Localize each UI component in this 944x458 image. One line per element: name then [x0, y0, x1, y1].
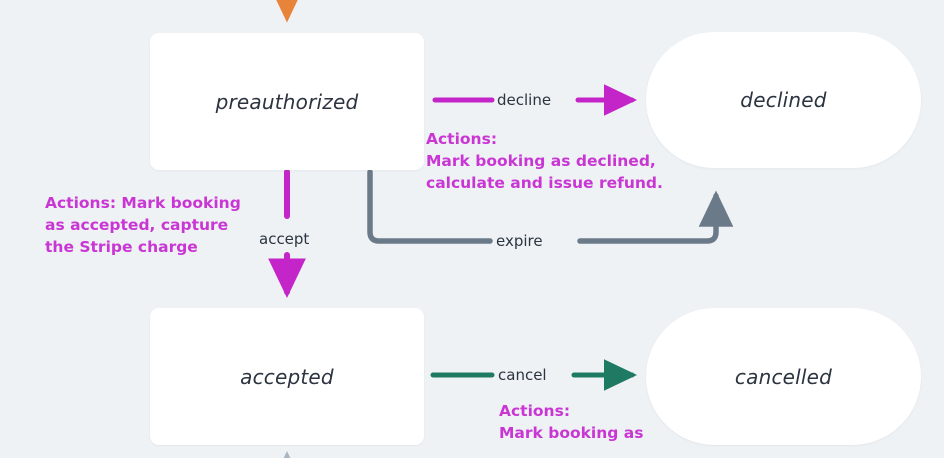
state-label-preauthorized: preauthorized	[215, 89, 359, 114]
state-label-accepted: accepted	[240, 364, 334, 389]
state-label-declined: declined	[740, 88, 827, 112]
note-accept-actions: Actions: Mark booking as accepted, captu…	[45, 194, 241, 256]
note-decline-actions: Actions: Mark booking as declined, calcu…	[426, 130, 663, 192]
state-node-cancelled[interactable]: cancelled	[646, 308, 921, 445]
edge-label-accept: accept	[259, 230, 310, 248]
edge-label-expire: expire	[496, 232, 543, 250]
edge-expire-right	[577, 190, 734, 244]
edge-label-cancel: cancel	[498, 366, 547, 384]
edge-label-decline: decline	[497, 91, 552, 109]
note-cancel-actions: Actions: Mark booking as	[499, 402, 644, 442]
state-label-cancelled: cancelled	[734, 364, 833, 389]
state-node-declined[interactable]: declined	[646, 32, 921, 168]
state-node-preauthorized[interactable]: preauthorized	[150, 33, 424, 170]
state-node-accepted[interactable]: accepted	[150, 308, 424, 445]
